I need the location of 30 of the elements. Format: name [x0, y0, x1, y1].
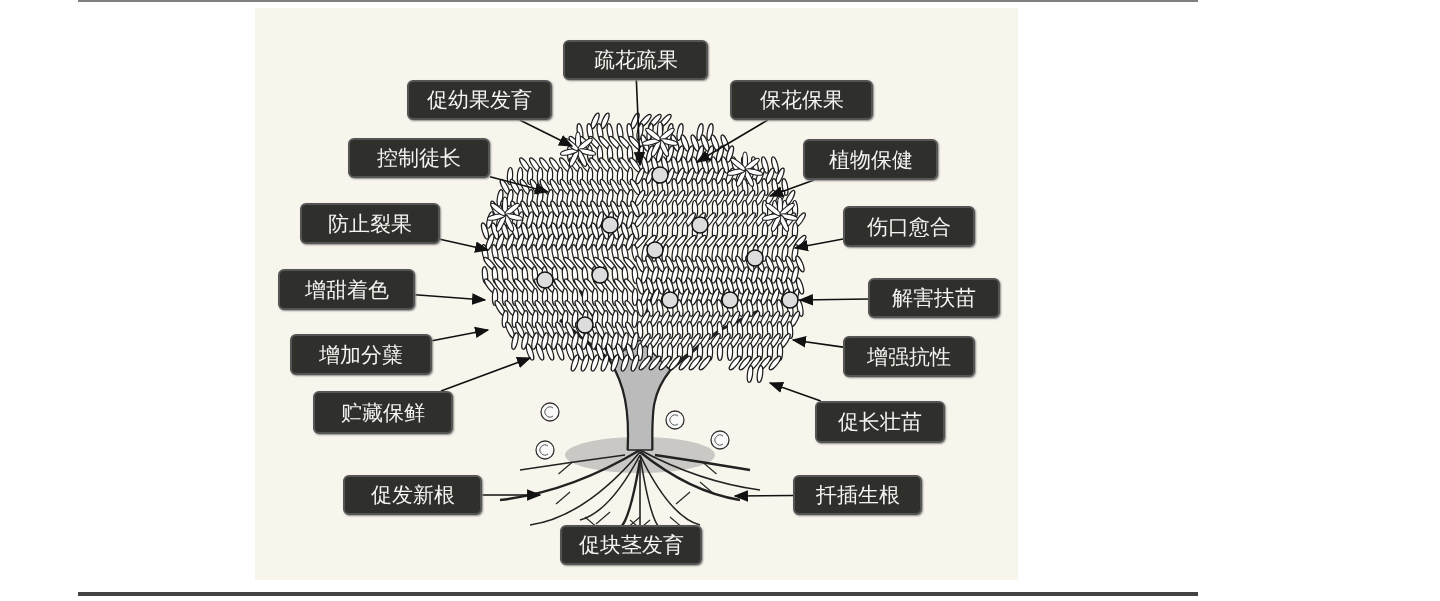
label-box: 增甜着色	[278, 269, 415, 310]
label-box: 贮藏保鲜	[313, 391, 453, 434]
label-box: 促发新根	[343, 475, 482, 515]
leader-arrow	[695, 119, 769, 163]
leader-arrow	[768, 381, 822, 402]
label-box: 防止裂果	[300, 203, 440, 244]
leader-arrow	[633, 79, 646, 167]
label-box: 增强抗性	[843, 336, 975, 377]
leader-arrow	[440, 357, 532, 392]
label-box: 疏花疏果	[563, 40, 708, 80]
label-box: 伤口愈合	[843, 206, 975, 247]
leader-arrow	[431, 326, 490, 342]
label-box: 增加分蘖	[290, 334, 432, 375]
leader-arrow	[733, 490, 794, 502]
label-box: 促块茎发育	[560, 525, 702, 565]
label-box: 促长壮苗	[815, 401, 945, 443]
leader-arrow	[768, 179, 815, 197]
leader-arrow	[518, 119, 574, 147]
leader-arrow	[439, 238, 490, 253]
leader-arrow	[791, 336, 844, 348]
label-box: 解害扶苗	[868, 278, 1000, 318]
leader-arrow	[793, 238, 844, 252]
label-box: 扦插生根	[793, 475, 922, 515]
leader-arrow	[481, 489, 542, 501]
leader-arrow	[798, 294, 869, 306]
label-box: 促幼果发育	[407, 80, 552, 120]
label-box: 控制徒长	[348, 138, 490, 178]
label-box: 保花保果	[730, 80, 873, 120]
label-box: 植物保健	[803, 139, 938, 180]
leader-arrow	[414, 293, 487, 305]
